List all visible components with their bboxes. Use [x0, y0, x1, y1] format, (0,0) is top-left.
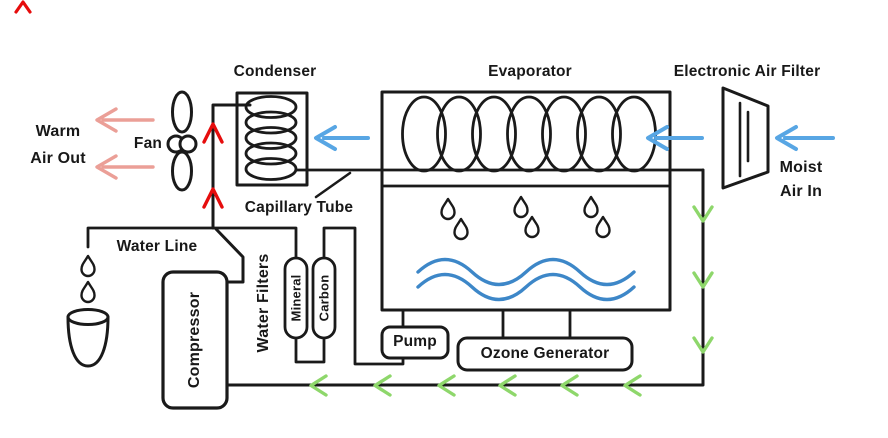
warm-air-out-arrows [95, 107, 155, 180]
water-pipes [86, 226, 405, 366]
warm-air-arrow-icon [95, 154, 155, 180]
moist-air-in-label: Moist Air In [779, 159, 823, 200]
green-left-arrow-icon [560, 374, 579, 397]
green-left-arrow-icon [309, 374, 328, 397]
red-up-arrow-icon [202, 122, 224, 144]
water-line-label: Water Line [116, 238, 198, 255]
pump-label: Pump [393, 333, 437, 350]
mineral-filter-capsule [283, 256, 309, 340]
blue-left-arrow-icon [314, 125, 370, 151]
red-arrow-fragment [14, 0, 32, 14]
return-line-arrows [309, 205, 714, 397]
compressor-box [161, 270, 229, 410]
green-down-arrow-icon [692, 271, 714, 289]
green-left-arrow-icon [498, 374, 517, 397]
mineral-filter-label: Mineral [288, 274, 304, 322]
fan-label: Fan [133, 135, 163, 152]
condenser-box [235, 91, 309, 187]
red-up-arrow-icon [202, 187, 224, 209]
air-flow-arrows [314, 125, 835, 151]
blue-left-arrow-icon [646, 125, 704, 151]
green-left-arrow-icon [437, 374, 456, 397]
capillary-tube-label: Capillary Tube [244, 199, 354, 216]
condenser-label: Condenser [233, 63, 317, 80]
fan-icon [166, 90, 198, 192]
condensate-drops-icon [440, 195, 611, 241]
hot-refrigerant-up-arrows [202, 122, 224, 209]
return-line [225, 168, 705, 387]
green-left-arrow-icon [373, 374, 392, 397]
ozone-generator-box [456, 336, 634, 372]
electronic-air-filter-icon [721, 86, 770, 190]
evaporator-coil-icon [401, 95, 657, 173]
warm-air-arrow-icon [95, 107, 155, 133]
water-waves-icon [416, 257, 636, 302]
drip-drops-icon [80, 254, 96, 304]
evaporator-label: Evaporator [488, 63, 572, 80]
capillary-tube-pointer [314, 171, 352, 199]
carbon-filter-label: Carbon [316, 274, 332, 322]
blue-left-arrow-icon [775, 125, 835, 151]
electronic-air-filter-label: Electronic Air Filter [673, 63, 821, 80]
carbon-filter-capsule [311, 256, 337, 340]
green-down-arrow-icon [692, 336, 714, 354]
condenser-coil-icon [244, 95, 298, 181]
ozone-generator-label: Ozone Generator [480, 345, 610, 362]
pump-box [380, 325, 450, 360]
green-down-arrow-icon [692, 205, 714, 223]
compressor-label: Compressor [186, 291, 203, 389]
warm-air-out-label: Warm Air Out [30, 123, 86, 167]
evaporator-box [380, 90, 672, 312]
green-left-arrow-icon [623, 374, 642, 397]
water-filters-label: Water Filters [255, 253, 272, 353]
cup-icon [66, 308, 110, 368]
